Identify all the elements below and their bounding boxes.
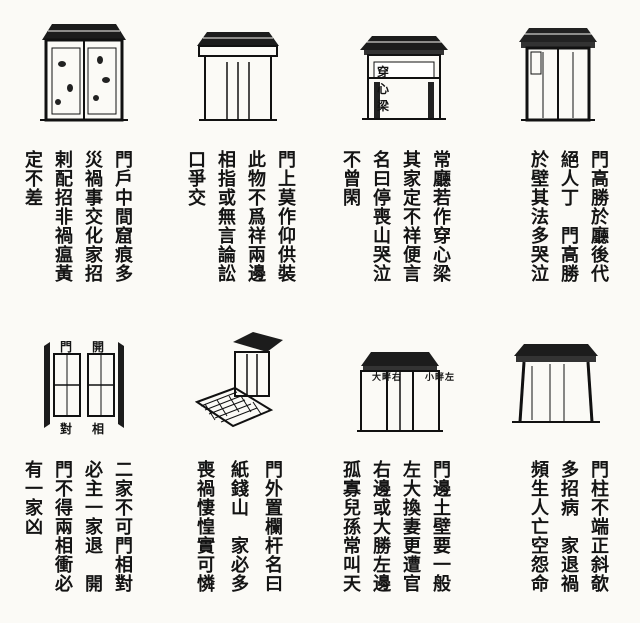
verse-column: 此物不爲祥兩邊 (245, 150, 266, 283)
raised-door-illustration (193, 26, 283, 126)
verse-column: 絕人丁 門高勝 (558, 150, 579, 283)
verse-column: 左大換妻更遭官 (400, 460, 421, 593)
verse-column: 右邊或大勝左邊 (370, 460, 391, 593)
verse-column: 門柱不端正斜欹 (588, 460, 609, 593)
verse-column: 災禍事交化家招 (82, 150, 103, 283)
verse-column: 頻生人亡空怨命 (528, 460, 549, 593)
wall-label-right-large: 右畔大 (370, 372, 400, 381)
verse-column: 門外置欄杆名曰 (262, 460, 283, 593)
verse-column: 喪禍悽惶實可憐 (194, 460, 215, 593)
tall-door-illustration (515, 22, 601, 126)
verse-column: 常廳若作穿心梁 (430, 150, 451, 283)
label-mutual: 相 (92, 422, 113, 436)
verse-column: 門不得兩相衝必 (52, 460, 73, 593)
through-beam-gate-illustration (358, 28, 450, 126)
cracked-door-illustration (38, 18, 130, 126)
label-open: 開 (92, 340, 113, 354)
verse-column: 相指或無言論訟 (215, 150, 236, 283)
verse-column: 剌配招非禍瘟黃 (52, 150, 73, 283)
slanted-pillar-illustration (510, 342, 602, 428)
side-walls-gate-illustration (355, 350, 445, 438)
verse-column: 口爭交 (185, 150, 206, 207)
verse-column: 孤寡兒孫常叫天 (340, 460, 361, 593)
wall-label-left-small: 左畔小 (423, 372, 453, 381)
verse-column: 必主一家退 開 (82, 460, 103, 593)
verse-column: 門戶中間窟痕多 (112, 150, 133, 283)
label-facing: 對 (60, 422, 81, 436)
beam-label: 穿心梁 (377, 65, 398, 113)
verse-column: 二家不可門相對 (112, 460, 133, 593)
verse-column: 定不差 (22, 150, 43, 207)
verse-column: 門高勝於廳後代 (588, 150, 609, 283)
verse-column: 門邊土壁要一般 (430, 460, 451, 593)
facing-doors-illustration (38, 340, 130, 430)
railing-gate-illustration (195, 330, 287, 430)
verse-column: 其家定不祥便言 (400, 150, 421, 283)
verse-column: 名曰停喪山哭泣 (370, 150, 391, 283)
verse-column: 不曾閑 (340, 150, 361, 207)
label-door: 門 (60, 340, 81, 354)
verse-column: 紙錢山 家必多 (228, 460, 249, 593)
verse-column: 於壁其法多哭泣 (528, 150, 549, 283)
verse-column: 有一家凶 (22, 460, 43, 536)
verse-column: 門上莫作仰供裝 (275, 150, 296, 283)
verse-column: 多招病 家退禍 (558, 460, 579, 593)
